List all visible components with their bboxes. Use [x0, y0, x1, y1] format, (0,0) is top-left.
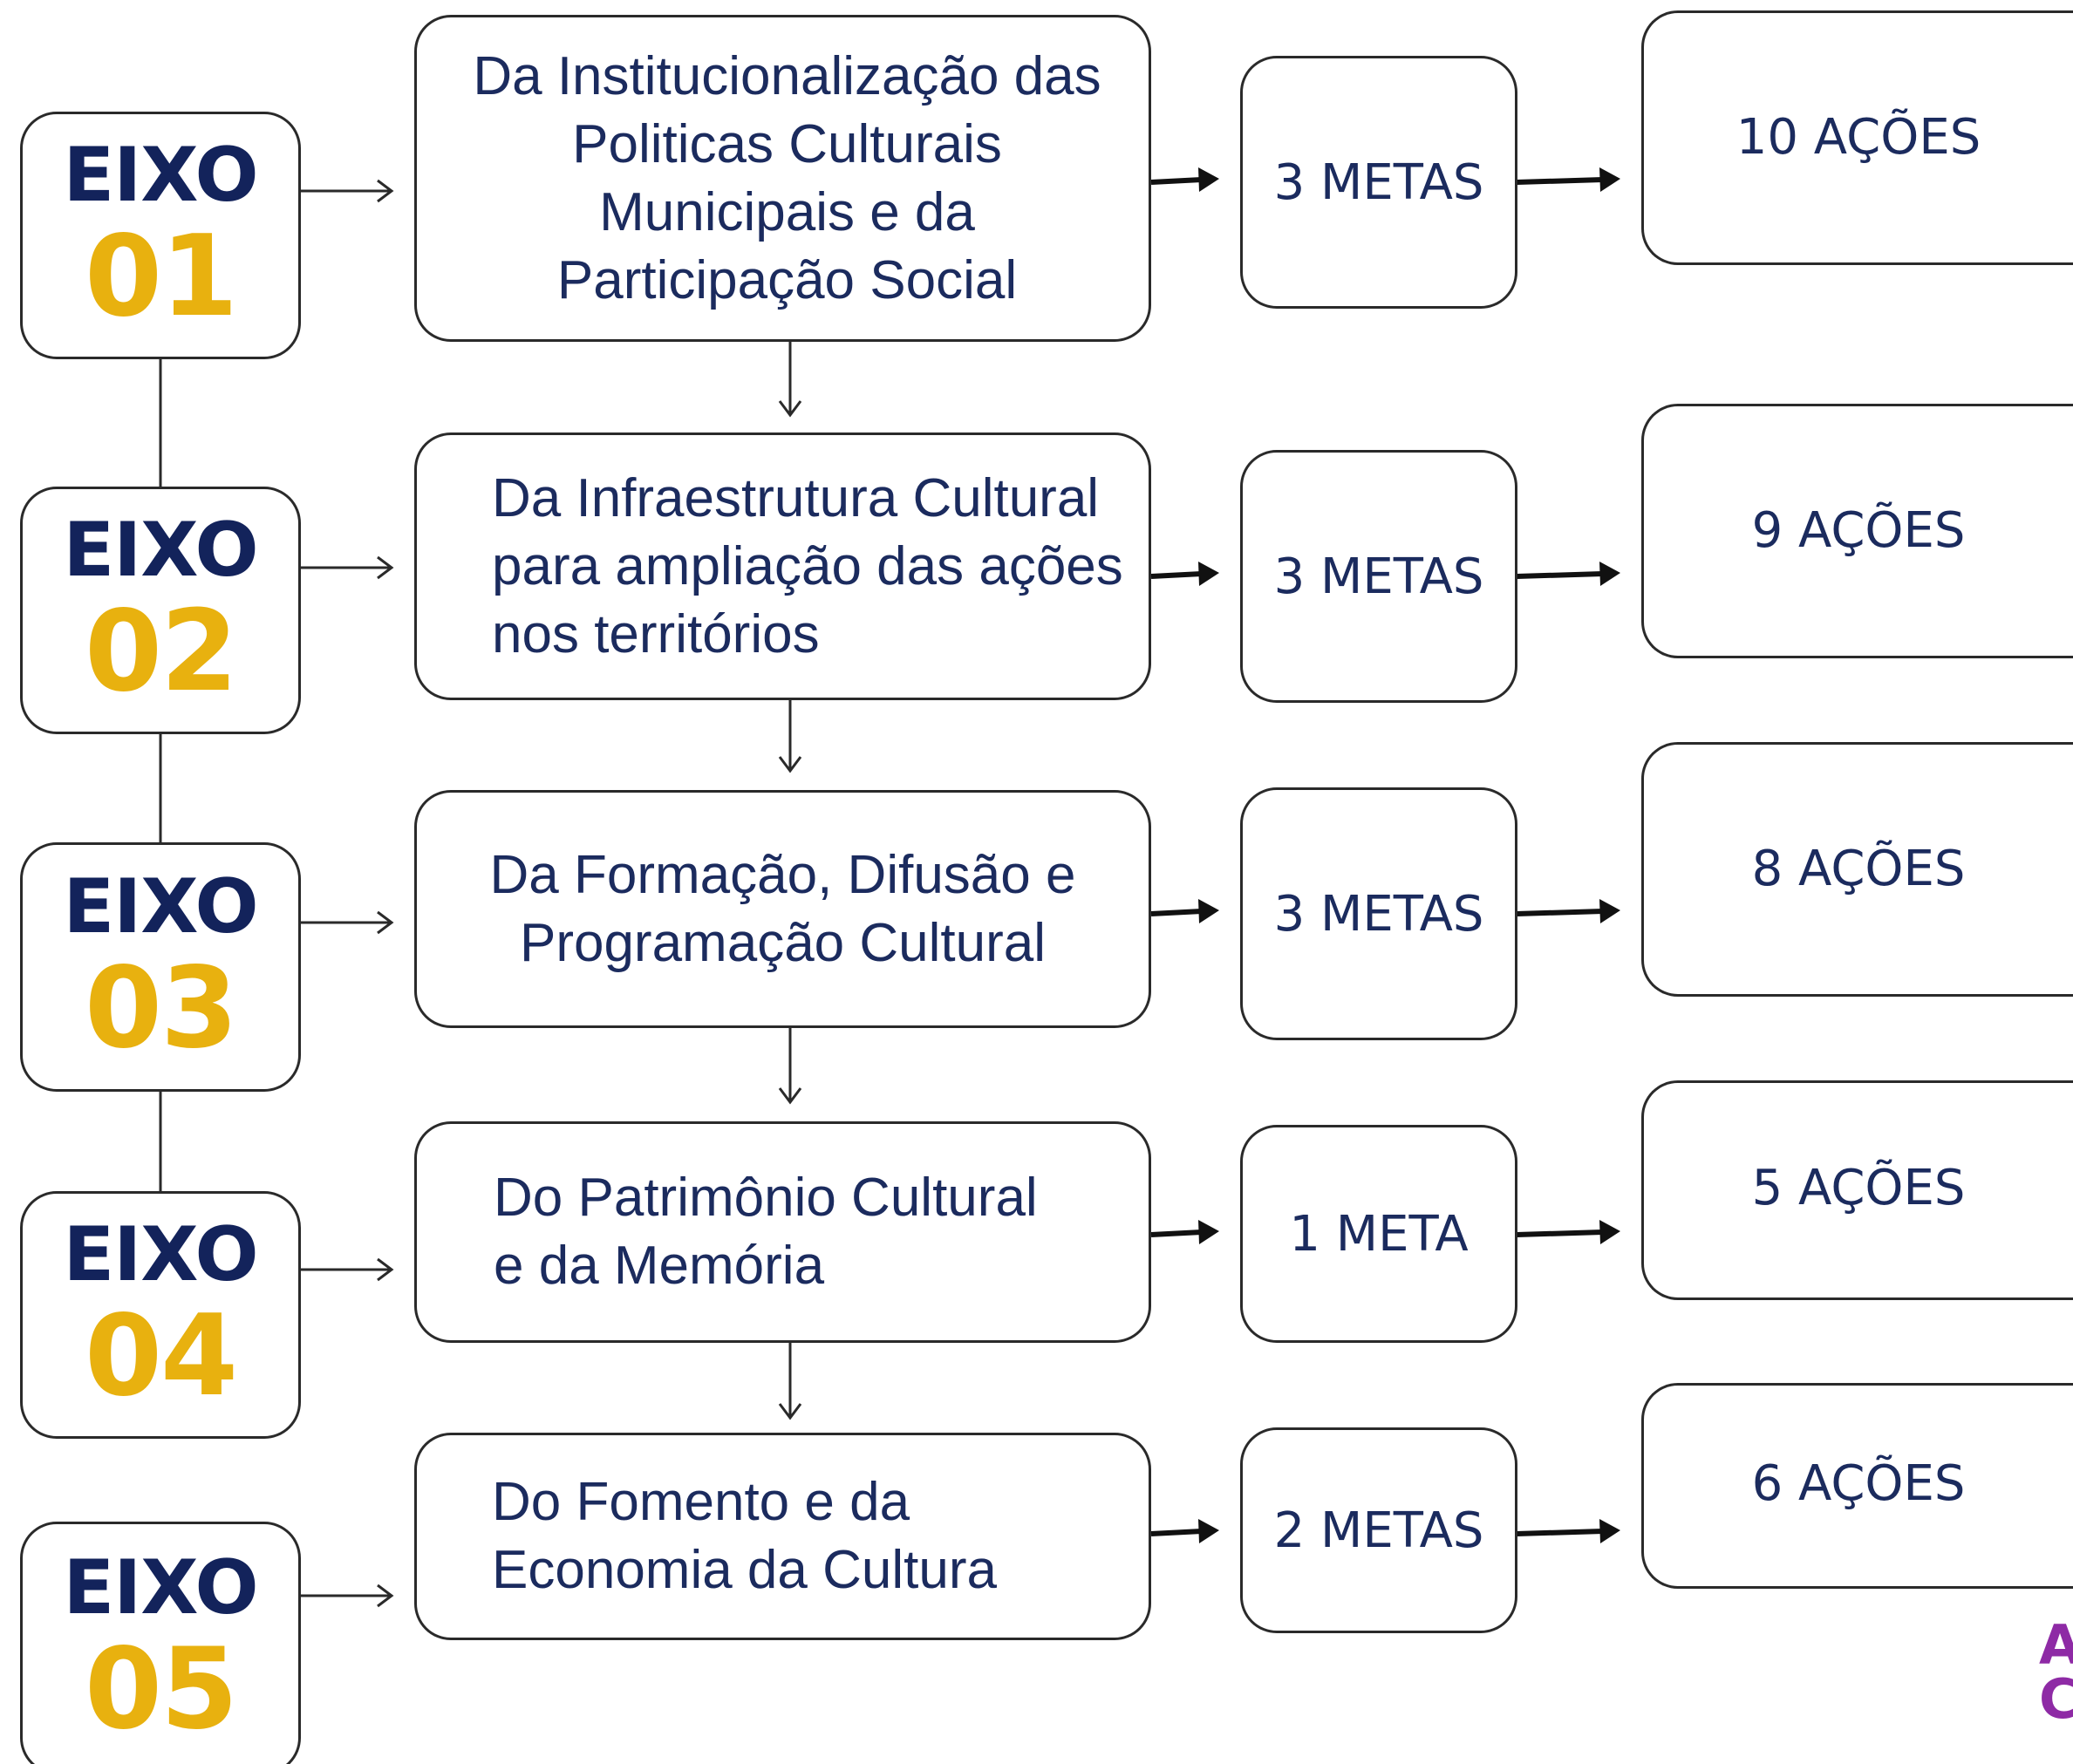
eixo-label: EIXO	[63, 507, 258, 594]
metas-count: 3 METAS	[1273, 548, 1484, 605]
metas-box-02: 3 METAS	[1240, 450, 1517, 703]
eixo-box-04: EIXO 04	[20, 1191, 301, 1439]
eixo-number: 03	[84, 943, 238, 1073]
acoes-count: 10 AÇÕES	[1735, 109, 1981, 166]
metas-box-03: 3 METAS	[1240, 787, 1517, 1040]
metas-count: 2 METAS	[1273, 1502, 1484, 1559]
acoes-box-01: 10 AÇÕES	[1641, 10, 2073, 265]
theme-text: Da Infraestrutura Cultural para ampliaçã…	[492, 467, 1123, 664]
theme-text: Da Formação, Difusão e Programação Cultu…	[489, 844, 1076, 973]
theme-box-03: Da Formação, Difusão e Programação Cultu…	[414, 790, 1151, 1028]
theme-box-01: Da Institucionalização das Politicas Cul…	[414, 15, 1151, 342]
arrow-metas-acoes-5	[1516, 1529, 1604, 1536]
metas-box-05: 2 METAS	[1240, 1427, 1517, 1633]
arrow-theme-metas-2	[1150, 571, 1203, 579]
theme-text: Do Patrimônio Cultural e da Memória	[494, 1168, 1038, 1296]
eixo-label: EIXO	[63, 1211, 258, 1298]
arrow-theme-metas-5	[1150, 1529, 1203, 1536]
metas-box-04: 1 META	[1240, 1125, 1517, 1343]
arrow-metas-acoes-1	[1516, 177, 1604, 185]
metas-count: 3 METAS	[1273, 885, 1484, 943]
eixo-label: EIXO	[63, 132, 258, 219]
eixo-box-01: EIXO 01	[20, 112, 301, 359]
acoes-count: 8 AÇÕES	[1751, 841, 1966, 897]
arrows-eixo-to-theme	[301, 179, 394, 1608]
theme-text: Do Fomento e da Economia da Cultura	[492, 1472, 997, 1600]
arrows-thick	[1150, 167, 1620, 1543]
arrow-theme-metas-3	[1150, 909, 1203, 916]
eixo-box-05: EIXO 05	[20, 1522, 301, 1764]
acoes-count: 6 AÇÕES	[1751, 1455, 1966, 1512]
eixo-number: 01	[84, 212, 238, 342]
eixo-number: 04	[84, 1291, 238, 1421]
eixo-label: EIXO	[63, 1544, 258, 1631]
eixo-box-02: EIXO 02	[20, 487, 301, 734]
eixo-number: 02	[84, 587, 238, 717]
eixo-box-03: EIXO 03	[20, 842, 301, 1092]
arrow-metas-acoes-4	[1516, 1229, 1604, 1237]
arrow-metas-acoes-3	[1516, 909, 1604, 916]
arrow-metas-acoes-2	[1516, 571, 1604, 579]
theme-box-05: Do Fomento e da Economia da Cultura	[414, 1433, 1151, 1640]
arrows-theme-down	[778, 342, 802, 1420]
acoes-count: 5 AÇÕES	[1751, 1160, 1966, 1216]
eixo-number: 05	[84, 1624, 238, 1754]
theme-box-02: Da Infraestrutura Cultural para ampliaçã…	[414, 432, 1151, 700]
acoes-box-03: 8 AÇÕES	[1641, 742, 2073, 997]
metas-box-01: 3 METAS	[1240, 56, 1517, 309]
theme-box-04: Do Patrimônio Cultural e da Memória	[414, 1121, 1151, 1343]
acoes-count: 9 AÇÕES	[1751, 502, 1966, 559]
theme-text: Da Institucionalização das Politicas Cul…	[473, 45, 1101, 310]
arrow-theme-metas-4	[1150, 1229, 1203, 1237]
arrow-theme-metas-1	[1150, 177, 1203, 185]
logo-fragment: A C	[2039, 1613, 2073, 1731]
metas-count: 1 META	[1289, 1205, 1469, 1263]
acoes-box-04: 5 AÇÕES	[1641, 1080, 2073, 1300]
eixo-label: EIXO	[63, 863, 258, 950]
metas-count: 3 METAS	[1273, 153, 1484, 211]
acoes-box-02: 9 AÇÕES	[1641, 404, 2073, 658]
acoes-box-05: 6 AÇÕES	[1641, 1383, 2073, 1589]
